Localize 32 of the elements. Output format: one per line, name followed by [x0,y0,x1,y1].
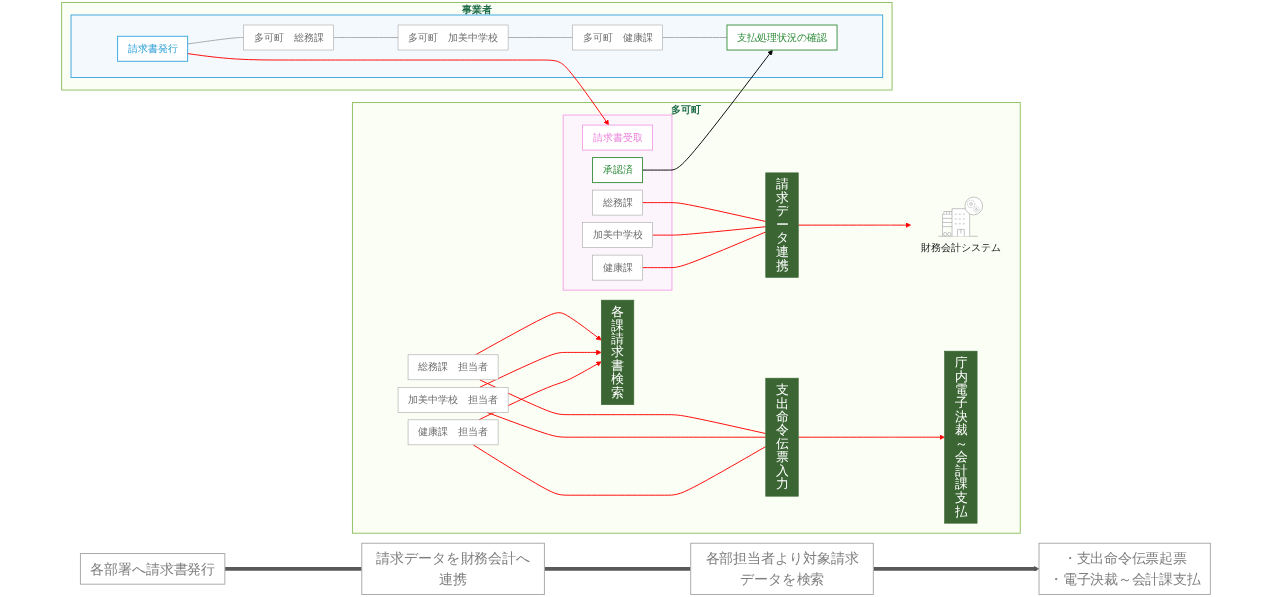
connector [642,202,767,222]
connector [642,231,767,269]
node-box: 加美中学校 [582,222,653,248]
arrow [873,566,1040,572]
node-box: 承認済 [592,157,644,184]
node-box: 請求書発行 [117,35,189,62]
connector [662,37,728,38]
cluster [562,114,673,291]
connector [507,37,573,38]
node-box: ・支出命令伝票起票 ・電子決裁～会計課支払 [1038,542,1211,595]
node-box: 各部署へ請求書発行 [79,553,226,585]
cluster [70,14,884,78]
node-box: 健康課 [592,254,643,281]
connector [187,37,245,45]
connector [544,567,692,571]
node-box: 多可町 総務課 [243,24,334,51]
node-box: 加美中学校 担当者 [397,387,509,413]
node-box: 各部担当者より対象請求データを検索 [690,542,874,595]
node-box: 多可町 加美中学校 [397,24,509,51]
connector [472,444,767,496]
node-box: 総務課 [592,189,643,216]
connector [224,567,363,571]
node-box: 支払処理状況の確認 [726,24,838,51]
connector [652,226,767,236]
connector [333,37,399,38]
node-box: 総務課 担当者 [407,354,499,381]
node-label: 財務会計システム [920,241,1001,254]
node-box: 請求書受取 [582,124,654,151]
node-box: 多可町 健康課 [572,24,663,51]
node-box: 健康課 担当者 [407,419,499,446]
node-box: 請求データを財務会計へ連携 [361,542,545,595]
connector [479,379,767,435]
